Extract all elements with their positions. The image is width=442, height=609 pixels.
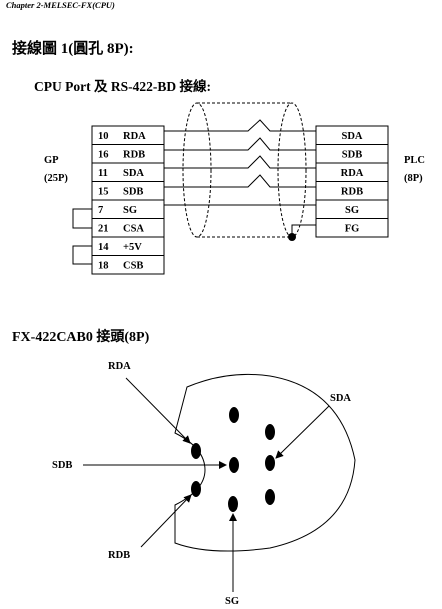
wire-sda-rda xyxy=(164,155,316,169)
pin-dot xyxy=(191,481,201,497)
left-pin: 21 xyxy=(98,224,109,235)
pin-dot xyxy=(265,489,275,505)
left-signal: SDA xyxy=(123,168,144,179)
right-signal: RDA xyxy=(341,168,364,179)
section-subtitle-cpu-port: CPU Port 及 RS-422-BD 接線: xyxy=(34,79,211,94)
cable-shield xyxy=(182,102,307,238)
right-signal: FG xyxy=(345,224,360,235)
wire-rdb-sdb xyxy=(164,137,316,151)
left-signal: SG xyxy=(123,205,137,216)
pin-label-sg: SG xyxy=(225,596,239,607)
pin-dot xyxy=(228,496,238,512)
arrow-sda xyxy=(275,405,330,459)
pin-label-sda: SDA xyxy=(330,393,351,404)
jumper-5v-csb xyxy=(72,245,92,265)
pin-label-rdb: RDB xyxy=(108,550,130,561)
arrow-rdb xyxy=(140,494,192,548)
wires xyxy=(164,119,316,237)
arrow-rda xyxy=(125,377,191,444)
shield-ground-dot xyxy=(288,233,296,241)
pin-dot xyxy=(265,424,275,440)
connector-outline xyxy=(174,373,356,552)
wire-sdb-rdb xyxy=(164,174,316,188)
left-signal: +5V xyxy=(123,242,142,253)
left-pin: 11 xyxy=(98,168,108,179)
section-title-wiring-diagram: 接線圖 1(圓孔 8P): xyxy=(12,41,134,57)
left-signal: CSB xyxy=(123,261,143,272)
right-signal: SDB xyxy=(342,150,362,161)
jumper-sg-csa xyxy=(72,208,92,229)
left-connector-table xyxy=(91,125,165,275)
left-pin: 10 xyxy=(98,131,109,142)
left-pin: 15 xyxy=(98,187,109,198)
left-connector-rows: 10 RDA 16 RDB 11 SDA 15 SDB 7 SG 21 CSA … xyxy=(98,131,146,272)
left-pin: 7 xyxy=(98,205,103,216)
left-pin: 14 xyxy=(98,242,109,253)
right-signal: SG xyxy=(345,205,359,216)
right-connector-table xyxy=(315,125,389,238)
pin-dot xyxy=(229,407,239,423)
pin-callouts xyxy=(83,377,330,592)
gp-pins-label: (25P) xyxy=(44,173,68,184)
left-signal: RDB xyxy=(123,150,145,161)
left-pin: 16 xyxy=(98,150,109,161)
shield-end-right xyxy=(277,102,307,238)
section-title-connector: FX-422CAB0 接頭(8P) xyxy=(12,330,150,345)
right-signal: SDA xyxy=(341,131,362,142)
pin-label-sdb: SDB xyxy=(52,460,72,471)
pin-dot xyxy=(229,457,239,473)
plc-pins-label: (8P) xyxy=(404,173,423,184)
pin-dot xyxy=(265,455,275,471)
shield-end-left xyxy=(182,102,212,238)
right-connector-rows: SDA SDB RDA RDB SG FG xyxy=(341,131,364,235)
left-pin: 18 xyxy=(98,261,109,272)
left-signal: RDA xyxy=(123,131,146,142)
wire-rda-sda xyxy=(164,119,316,132)
chapter-header: Chapter 2-MELSEC-FX(CPU) xyxy=(6,0,115,10)
left-signal: SDB xyxy=(123,187,143,198)
right-signal: RDB xyxy=(341,187,363,198)
gp-label: GP xyxy=(44,155,59,166)
pin-label-rda: RDA xyxy=(108,361,131,372)
connector-pinout xyxy=(174,373,356,552)
left-signal: CSA xyxy=(123,224,144,235)
plc-label: PLC xyxy=(404,155,425,166)
pin-dot xyxy=(191,443,201,459)
